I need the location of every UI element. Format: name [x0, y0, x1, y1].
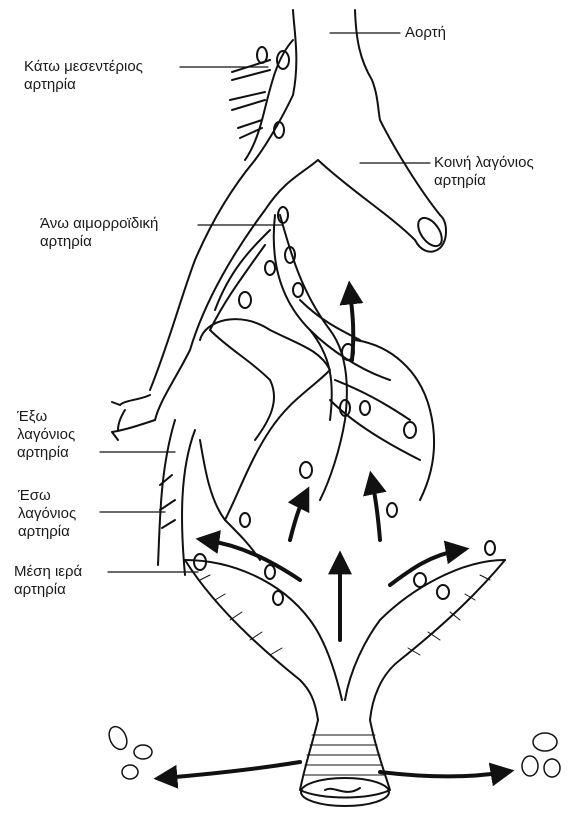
label-superior-hemorrhoidal-artery: Άνω αιμορροϊδική αρτηρία: [40, 215, 158, 251]
inferior-mesenteric-trunk: [245, 40, 293, 160]
label-inferior-mesenteric-artery: Κάτω μεσεντέριος αρτηρία: [24, 58, 143, 94]
drainage-arrow-up-right: [372, 480, 380, 540]
drainage-arrow-up-left: [290, 495, 305, 540]
inguinal-node-right-1: [533, 733, 557, 751]
label-common-iliac-artery: Κοινή λαγόνιος αρτηρία: [434, 154, 534, 190]
drainage-arrow-inguinal-right: [380, 772, 505, 777]
anal-canal: [300, 720, 390, 798]
label-aorta: Αορτή: [405, 24, 446, 42]
label-middle-sacral-artery: Μέση ιερά αρτηρία: [14, 563, 82, 599]
rectum-left-wall: [185, 560, 318, 720]
inguinal-node-left-1: [106, 724, 131, 753]
sigmoid-colon-outline: [200, 319, 330, 520]
inguinal-node-left-2: [134, 745, 152, 759]
common-iliac-vessel: [318, 160, 446, 252]
label-internal-iliac-artery: Έσω λαγόνιος αρτηρία: [18, 487, 76, 541]
inguinal-node-left-3: [122, 765, 138, 779]
internal-iliac-vessel: [158, 420, 195, 575]
superior-hemorrhoidal-artery: [280, 215, 347, 500]
drainage-arrow-upward: [350, 290, 353, 360]
drainage-arrow-inguinal-left: [163, 762, 300, 778]
inguinal-node-right-3: [544, 759, 560, 777]
inguinal-node-right-2: [522, 756, 538, 776]
label-external-iliac-artery: Έξω λαγόνιος αρτηρία: [17, 408, 75, 462]
